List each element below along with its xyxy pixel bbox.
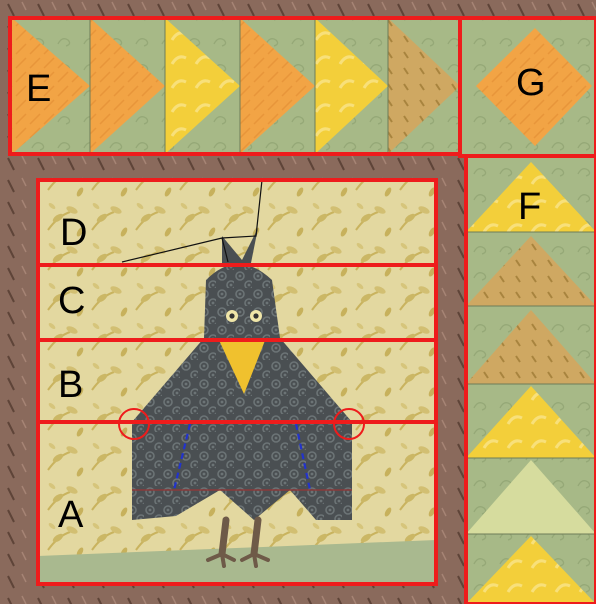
- label-e: E: [26, 70, 51, 108]
- label-d: D: [60, 214, 87, 252]
- label-a: A: [58, 496, 83, 534]
- label-g: G: [516, 64, 546, 102]
- label-c: C: [58, 282, 85, 320]
- label-b: B: [58, 366, 83, 404]
- label-f: F: [518, 188, 541, 226]
- flying-geese-strip-e: [12, 18, 460, 154]
